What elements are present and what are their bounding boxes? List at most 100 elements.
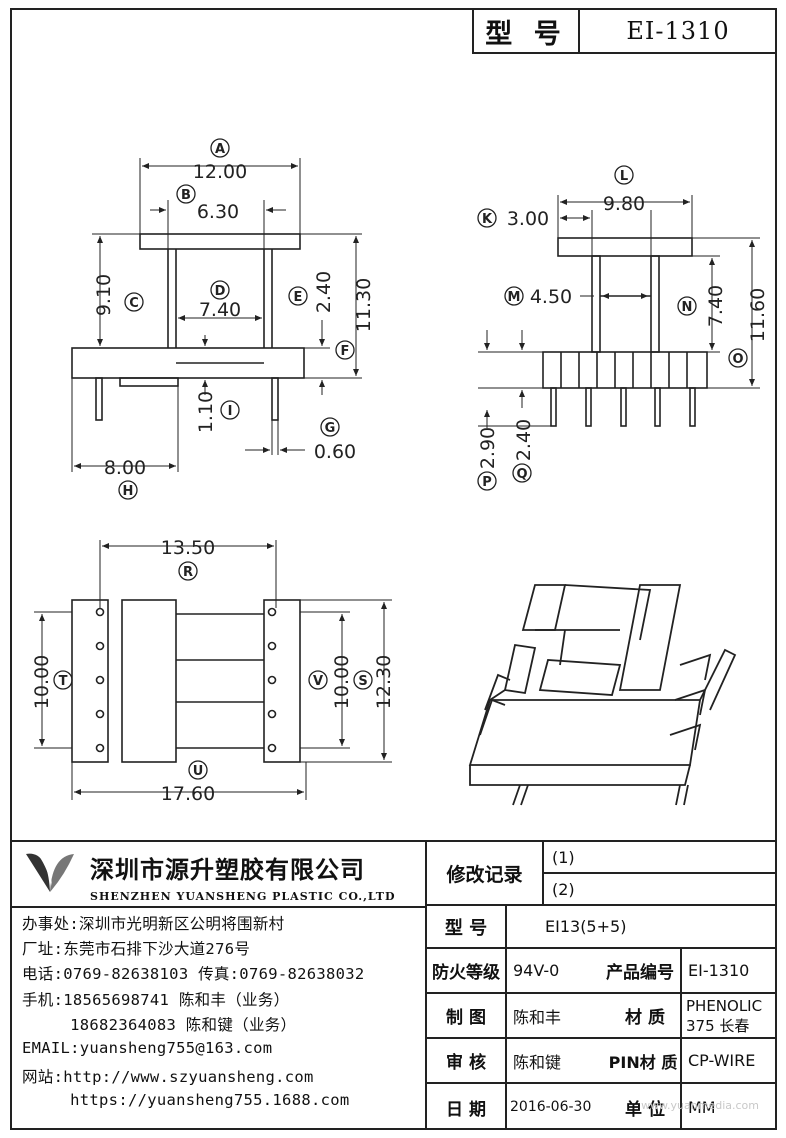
letter-u: U xyxy=(188,760,208,780)
tb-product-no-label: 产品编号 xyxy=(606,963,674,983)
watermark-text: www.yuanmedia.com xyxy=(641,1099,759,1112)
tb-material-value-1: PHENOLIC xyxy=(686,997,763,1015)
dim-a: 12.00 xyxy=(193,161,247,183)
letter-t: T xyxy=(53,670,73,690)
letter-q: Q xyxy=(512,463,532,483)
dim-u: 17.60 xyxy=(161,783,215,805)
contact-mobile-2: 18682364083 陈和键（业务） xyxy=(22,1016,297,1034)
title-block: 深圳市源升塑胶有限公司 SHENZHEN YUANSHENG PLASTIC C… xyxy=(10,840,777,1130)
tb-check-value: 陈和键 xyxy=(513,1052,562,1072)
contact-phone-fax: 电话:0769-82638103 传真:0769-82638032 xyxy=(22,965,365,983)
letter-r: R xyxy=(178,561,198,581)
tb-material-value-2: 375 长春 xyxy=(686,1016,750,1035)
dim-q: 2.40 xyxy=(513,419,535,461)
revision-2: (2) xyxy=(552,879,575,899)
svg-text:B: B xyxy=(181,188,191,203)
letter-e: E xyxy=(288,286,308,306)
contact-website: 网站:http://www.szyuansheng.com xyxy=(22,1068,314,1086)
dimension-values: 12.00 6.30 7.40 9.10 2.40 11.30 1.10 0.6… xyxy=(31,161,769,805)
tb-drawn-label: 制 图 xyxy=(446,1008,486,1028)
svg-text:U: U xyxy=(193,764,204,779)
dim-o: 11.60 xyxy=(747,288,769,342)
svg-text:K: K xyxy=(482,212,493,227)
tb-product-no-value: EI-1310 xyxy=(688,961,750,980)
tb-pin-value: CP-WIRE xyxy=(688,1051,756,1070)
svg-text:S: S xyxy=(358,674,367,689)
svg-text:N: N xyxy=(682,300,693,315)
tb-unit-value: MM xyxy=(688,1097,716,1117)
dim-e: 2.40 xyxy=(313,271,335,313)
letter-d: D xyxy=(210,280,230,300)
dim-s: 12.30 xyxy=(373,655,395,709)
svg-text:L: L xyxy=(620,169,628,184)
letter-f: F xyxy=(335,340,355,360)
dim-g: 0.60 xyxy=(314,441,356,463)
tb-date-value: 2016-06-30 xyxy=(510,1099,592,1115)
dim-n: 7.40 xyxy=(705,285,727,327)
letter-h: H xyxy=(118,480,138,500)
tb-unit-label: 单 位 xyxy=(625,1099,665,1120)
company-name-cn: 深圳市源升塑胶有限公司 xyxy=(90,856,365,884)
letter-v: V xyxy=(308,670,328,690)
tb-pin-label: PIN材 质 xyxy=(608,1052,678,1072)
dim-l: 9.80 xyxy=(603,193,645,215)
contact-email: EMAIL:yuansheng755@163.com xyxy=(22,1039,273,1057)
letter-g: G xyxy=(320,417,340,437)
svg-text:D: D xyxy=(215,284,226,299)
revision-label: 修改记录 xyxy=(446,863,523,886)
dim-t: 10.00 xyxy=(31,655,53,709)
letter-o: O xyxy=(728,348,748,368)
tb-fire-label: 防火等级 xyxy=(432,963,500,983)
contact-mobile-1: 手机:18565698741 陈和丰（业务） xyxy=(22,991,290,1009)
letter-c: C xyxy=(124,292,144,312)
revision-1: (1) xyxy=(552,847,575,867)
company-name-en: SHENZHEN YUANSHENG PLASTIC CO.,LTD xyxy=(90,890,396,903)
svg-text:O: O xyxy=(732,352,743,367)
dim-k: 3.00 xyxy=(507,208,549,230)
svg-text:I: I xyxy=(228,404,233,419)
tb-model-label: 型 号 xyxy=(444,917,488,939)
bottom-view xyxy=(71,599,301,763)
svg-text:P: P xyxy=(482,475,492,490)
front-view xyxy=(71,233,305,421)
letter-p: P xyxy=(477,471,497,491)
reference-letters: A B C D E F G H I K L M N O P Q R S T U … xyxy=(53,138,748,780)
letter-n: N xyxy=(677,296,697,316)
svg-text:E: E xyxy=(294,290,303,305)
tb-date-label: 日 期 xyxy=(446,1099,486,1120)
dim-b: 6.30 xyxy=(197,201,239,223)
dimension-lines xyxy=(34,158,760,800)
contact-shop-url: https://yuansheng755.1688.com xyxy=(22,1091,350,1109)
svg-text:F: F xyxy=(341,344,350,359)
letter-l: L xyxy=(614,165,634,185)
dim-p: 2.90 xyxy=(477,427,499,469)
svg-text:H: H xyxy=(123,484,134,499)
svg-text:M: M xyxy=(508,290,521,305)
isometric-view xyxy=(468,584,737,806)
svg-text:T: T xyxy=(59,674,68,689)
dim-v: 10.00 xyxy=(331,655,353,709)
tb-model-value: EI13(5+5) xyxy=(545,917,627,936)
letter-a: A xyxy=(210,138,230,158)
dim-d: 7.40 xyxy=(199,299,241,321)
model-title-label: 型 号 xyxy=(474,10,580,52)
technical-drawing: 12.00 6.30 7.40 9.10 2.40 11.30 1.10 0.6… xyxy=(31,138,769,806)
dim-r: 13.50 xyxy=(161,537,215,559)
letter-b: B xyxy=(176,184,196,204)
letter-m: M xyxy=(504,286,524,306)
tb-drawn-value: 陈和丰 xyxy=(513,1007,562,1027)
model-title-value: EI-1310 xyxy=(626,17,730,45)
company-logo-icon xyxy=(26,852,74,892)
tb-material-label: 材 质 xyxy=(625,1008,665,1028)
letter-k: K xyxy=(477,208,497,228)
tb-fire-value: 94V-0 xyxy=(513,961,560,980)
letter-i: I xyxy=(220,400,240,420)
svg-text:V: V xyxy=(313,674,323,689)
svg-text:A: A xyxy=(215,142,225,157)
svg-text:G: G xyxy=(325,421,336,436)
letter-s: S xyxy=(353,670,373,690)
dim-i: 1.10 xyxy=(195,391,217,433)
dim-m: 4.50 xyxy=(530,286,572,308)
model-title-box: 型 号 EI-1310 xyxy=(472,10,776,54)
dim-h: 8.00 xyxy=(104,457,146,479)
